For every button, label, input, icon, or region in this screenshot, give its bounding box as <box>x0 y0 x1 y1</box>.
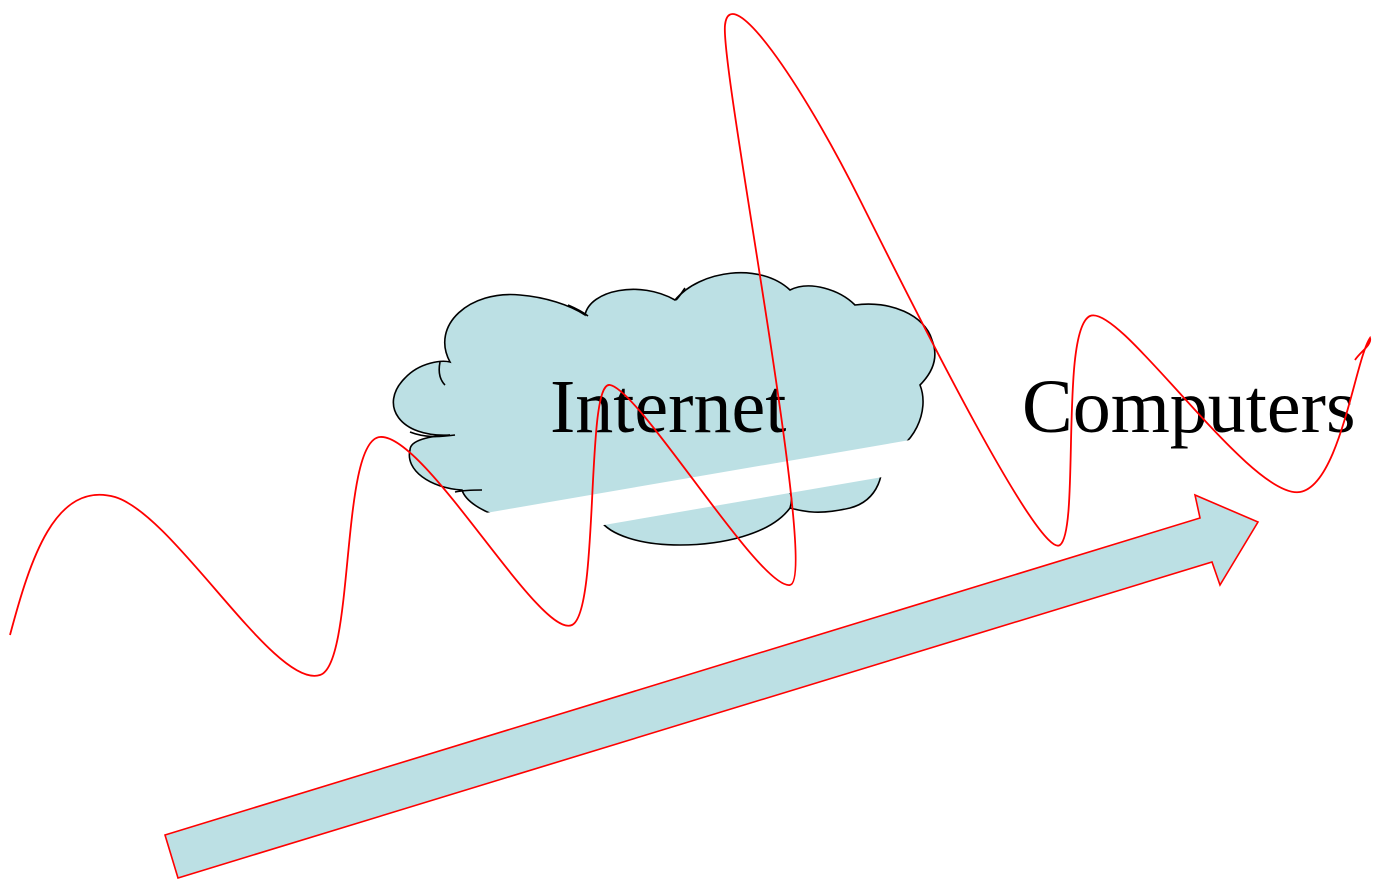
computers-label: Computers <box>1022 365 1356 449</box>
cloud-contour-4 <box>567 304 589 317</box>
arrow <box>164 493 1260 879</box>
cloud-contour-3 <box>454 489 483 493</box>
cloud-label: Internet <box>550 365 786 449</box>
cloud-contour-2 <box>409 431 456 438</box>
cloud-contour-5 <box>675 287 686 301</box>
scribble-curve <box>9 13 1372 677</box>
cloud-contour-1 <box>438 361 446 386</box>
cloud-slash <box>445 440 935 548</box>
